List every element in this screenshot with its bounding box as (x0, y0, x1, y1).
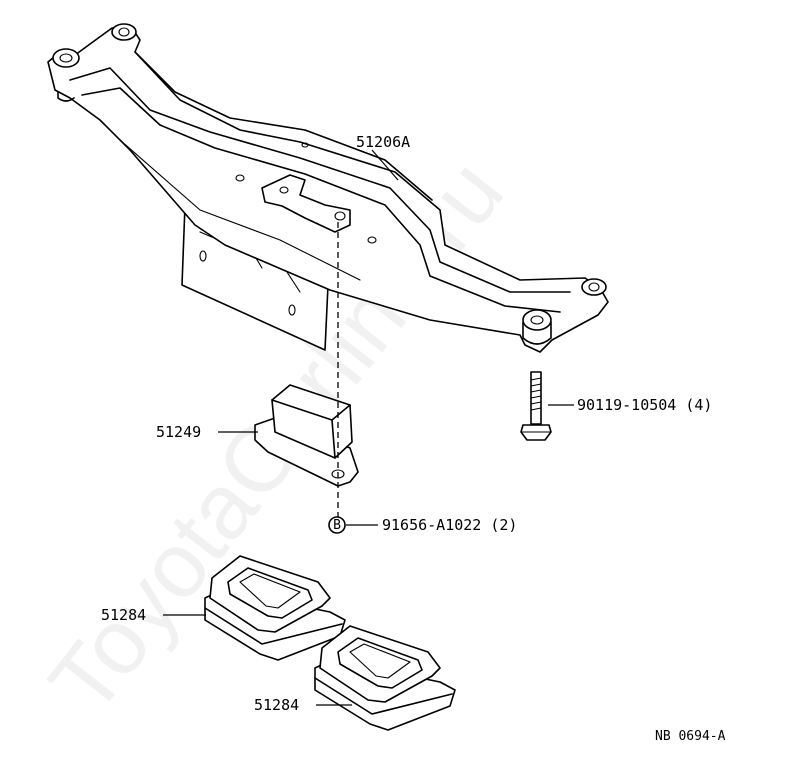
mount-part (254, 384, 359, 487)
fastener-label: 91656-A1022 (2) (382, 516, 517, 534)
fastener-marker: B (333, 518, 341, 533)
crossmember-part (47, 23, 609, 353)
stopper-lower-label: 51284 (254, 696, 299, 714)
bolt-label: 90119-10504 (4) (577, 396, 712, 414)
crossmember-leader (371, 149, 399, 181)
bolt-part (520, 371, 552, 441)
stopper-upper-part (204, 555, 346, 661)
reference-code: NB 0694-A (655, 729, 726, 744)
crossmember-label: 51206A (356, 133, 410, 151)
fastener-part: B (328, 516, 346, 534)
mount-label: 51249 (156, 423, 201, 441)
stopper-upper-label: 51284 (101, 606, 146, 624)
stopper-lower-part (314, 625, 456, 731)
